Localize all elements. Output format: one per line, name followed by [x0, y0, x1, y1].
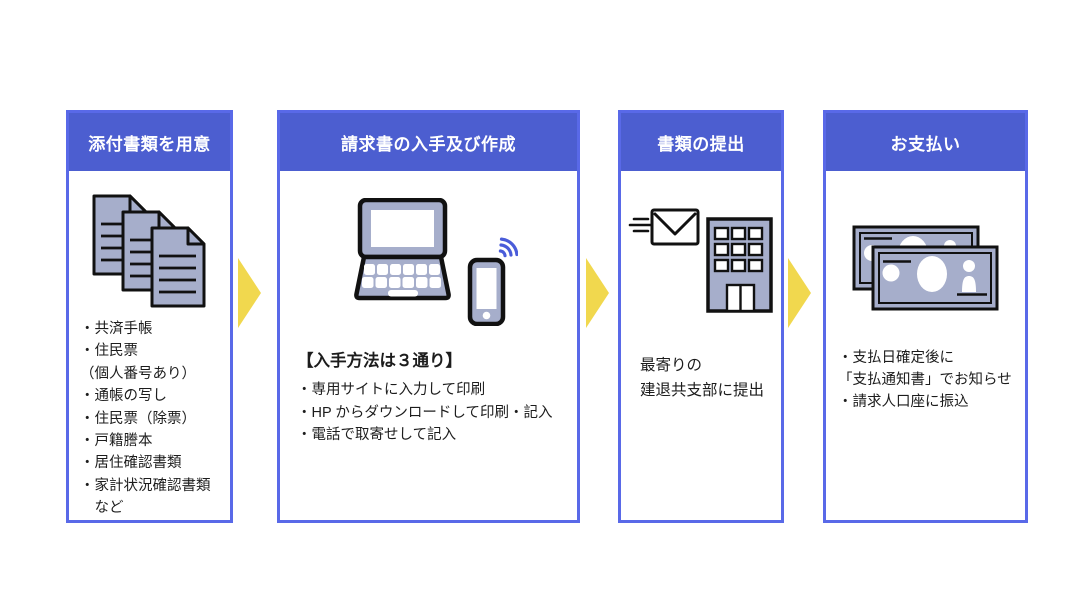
panel-title: 書類の提出	[657, 134, 745, 154]
text-line: ・支払日確定後に	[838, 350, 954, 366]
text-line: ・家計状況確認書類	[80, 477, 211, 494]
panel-header: 書類の提出	[621, 113, 781, 171]
text-line: （個人番号あり）	[80, 365, 196, 382]
text-line: ・居住確認書類	[80, 455, 182, 472]
panel-title: お支払い	[890, 134, 961, 154]
text-line: ・共済手帳	[80, 321, 153, 337]
panel-header: 添付書類を用意	[69, 113, 230, 171]
panel-header: お支払い	[826, 113, 1025, 171]
panel-title: 請求書の入手及び作成	[341, 134, 516, 154]
document-checklist: ・共済手帳・住民票 （個人番号あり） ・通帳の写し・住民票（除票） ・戸籍謄本・居住確…	[69, 318, 230, 520]
documents-icon	[69, 194, 230, 308]
panel-payment: お支払い	[823, 110, 1028, 523]
panel-obtain-claim-form: 請求書の入手及び作成	[277, 110, 580, 523]
text-line: ・通帳の写し	[80, 388, 167, 405]
submit-destination: 最寄りの建退共支部に提出	[621, 354, 781, 403]
flow-arrow-right-icon	[788, 258, 811, 328]
text-line: ・電話で取寄せして記入	[297, 426, 457, 443]
text-line: ・住民票	[80, 343, 138, 360]
text-line: ・専用サイトに入力して印刷	[297, 382, 486, 399]
text-line: 建退共支部に提出	[640, 381, 765, 399]
banknotes-icon	[826, 224, 1025, 312]
text-line: ・HP からダウンロードして印刷・記入	[297, 404, 553, 421]
claim-form-methods: 【入手方法は３通り】 ・専用サイトに入力して印刷・HP からダウンロードして印刷…	[280, 350, 577, 446]
flow-arrow-right-icon	[586, 258, 609, 328]
text-line: など	[80, 500, 124, 517]
panel-header: 請求書の入手及び作成	[280, 113, 577, 171]
panel-submit-documents: 書類の提出 最寄りの建退共支部に提出	[618, 110, 784, 523]
text-line: 最寄りの	[640, 357, 703, 374]
text-line: 「支払通知書」でお知らせ	[838, 371, 1012, 388]
laptop-smartphone-wifi-icon	[280, 198, 577, 328]
text-line: ・請求人口座に振込	[838, 393, 969, 410]
flow-arrow-right-icon	[238, 258, 261, 328]
text-line: ・戸籍謄本	[80, 433, 153, 450]
envelope-building-icon	[621, 208, 781, 314]
methods-heading: 【入手方法は３通り】	[297, 352, 462, 370]
panel-title: 添付書類を用意	[88, 134, 211, 154]
methods-list: ・専用サイトに入力して印刷・HP からダウンロードして印刷・記入・電話で取寄せし…	[297, 379, 577, 446]
panel-prepare-documents: 添付書類を用意	[66, 110, 233, 523]
payment-notes: ・支払日確定後に「支払通知書」でお知らせ・請求人口座に振込	[826, 348, 1025, 413]
text-line: ・住民票（除票）	[80, 410, 196, 427]
